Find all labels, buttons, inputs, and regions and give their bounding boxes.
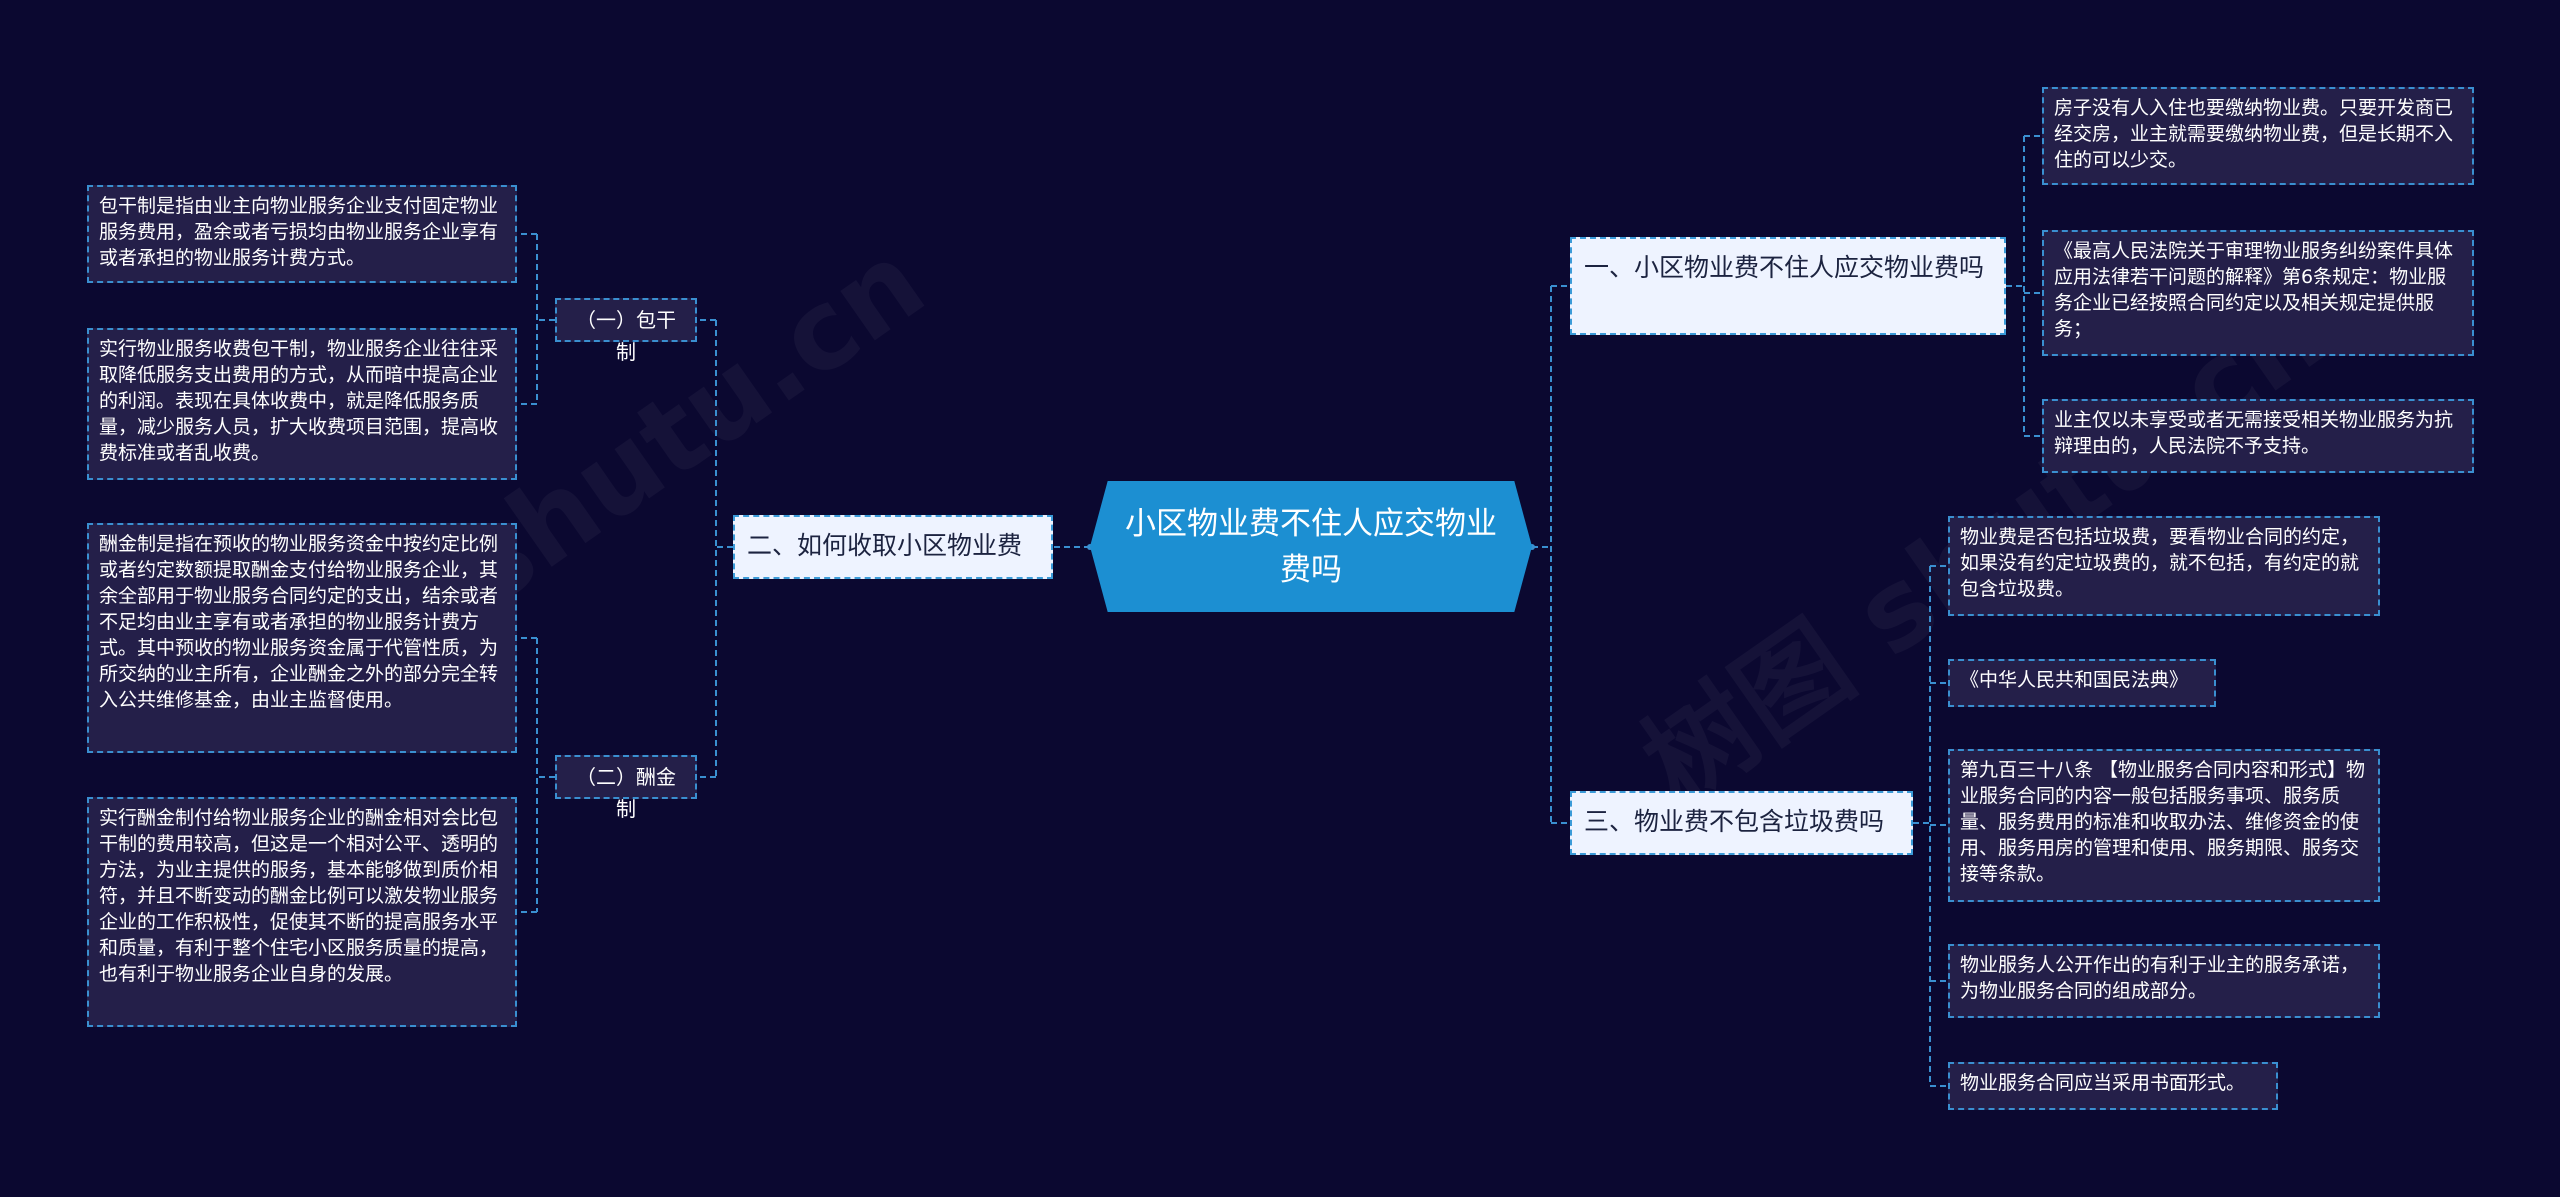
- leaf-text: 实行酬金制付给物业服务企业的酬金相对会比包干制的费用较高，但这是一个相对公平、透…: [99, 807, 499, 985]
- leaf-text: 房子没有人入住也要缴纳物业费。只要开发商已经交房，业主就需要缴纳物业费，但是长期…: [2054, 97, 2454, 171]
- leaf-text: 《中华人民共和国民法典》: [1960, 669, 2189, 691]
- branch-label: 三、物业费不包含垃圾费吗: [1584, 807, 1885, 836]
- subtopic-label: （一）包干制: [576, 308, 676, 364]
- branch-how-to-charge[interactable]: 二、如何收取小区物业费: [733, 515, 1053, 579]
- leaf-text: 物业服务人公开作出的有利于业主的服务承诺，为物业服务合同的组成部分。: [1960, 954, 2360, 1002]
- leaf-service-commitment[interactable]: 物业服务人公开作出的有利于业主的服务承诺，为物业服务合同的组成部分。: [1948, 944, 2380, 1018]
- leaf-must-pay-fee[interactable]: 房子没有人入住也要缴纳物业费。只要开发商已经交房，业主就需要缴纳物业费，但是长期…: [2042, 87, 2474, 185]
- subtopic-commission[interactable]: （二）酬金制: [555, 755, 697, 821]
- leaf-commission-advantages[interactable]: 实行酬金制付给物业服务企业的酬金相对会比包干制的费用较高，但这是一个相对公平、透…: [87, 797, 517, 1027]
- leaf-text: 业主仅以未享受或者无需接受相关物业服务为抗辩理由的，人民法院不予支持。: [2054, 409, 2454, 457]
- leaf-judicial-interpretation[interactable]: 《最高人民法院关于审理物业服务纠纷案件具体应用法律若干问题的解释》第6条规定：物…: [2042, 230, 2474, 356]
- leaf-written-form[interactable]: 物业服务合同应当采用书面形式。: [1948, 1062, 2278, 1110]
- leaf-text: 物业费是否包括垃圾费，要看物业合同的约定，如果没有约定垃圾费的，就不包括，有约定…: [1960, 526, 2360, 600]
- root-topic-label: 小区物业费不住人应交物业费吗: [1125, 505, 1497, 588]
- root-topic[interactable]: 小区物业费不住人应交物业费吗: [1090, 481, 1532, 612]
- leaf-text: 物业服务合同应当采用书面形式。: [1960, 1072, 2246, 1094]
- leaf-court-not-support[interactable]: 业主仅以未享受或者无需接受相关物业服务为抗辩理由的，人民法院不予支持。: [2042, 399, 2474, 473]
- leaf-text: 包干制是指由业主向物业服务企业支付固定物业服务费用，盈余或者亏损均由物业服务企业…: [99, 195, 499, 269]
- branch-must-pay[interactable]: 一、小区物业费不住人应交物业费吗: [1570, 237, 2006, 335]
- leaf-lump-sum-drawbacks[interactable]: 实行物业服务收费包干制，物业服务企业往往采取降低服务支出费用的方式，从而暗中提高…: [87, 328, 517, 480]
- branch-label: 二、如何收取小区物业费: [747, 531, 1023, 560]
- leaf-lump-sum-definition[interactable]: 包干制是指由业主向物业服务企业支付固定物业服务费用，盈余或者亏损均由物业服务企业…: [87, 185, 517, 283]
- leaf-article-938[interactable]: 第九百三十八条 【物业服务合同内容和形式】物业服务合同的内容一般包括服务事项、服…: [1948, 749, 2380, 902]
- leaf-text: 酬金制是指在预收的物业服务资金中按约定比例或者约定数额提取酬金支付给物业服务企业…: [99, 533, 499, 711]
- subtopic-label: （二）酬金制: [576, 765, 676, 821]
- branch-label: 一、小区物业费不住人应交物业费吗: [1584, 253, 1985, 282]
- subtopic-lump-sum[interactable]: （一）包干制: [555, 298, 697, 364]
- connector-commission: [517, 637, 555, 913]
- connector-root-right: [1532, 285, 1570, 824]
- leaf-civil-code[interactable]: 《中华人民共和国民法典》: [1948, 659, 2216, 707]
- leaf-commission-definition[interactable]: 酬金制是指在预收的物业服务资金中按约定比例或者约定数额提取酬金支付给物业服务企业…: [87, 523, 517, 753]
- leaf-text: 第九百三十八条 【物业服务合同内容和形式】物业服务合同的内容一般包括服务事项、服…: [1960, 759, 2366, 885]
- leaf-text: 《最高人民法院关于审理物业服务纠纷案件具体应用法律若干问题的解释》第6条规定：物…: [2054, 240, 2454, 340]
- branch-garbage-fee[interactable]: 三、物业费不包含垃圾费吗: [1570, 791, 1913, 855]
- connector-lump-sum: [517, 233, 555, 405]
- leaf-garbage-fee-contract[interactable]: 物业费是否包括垃圾费，要看物业合同的约定，如果没有约定垃圾费的，就不包括，有约定…: [1948, 516, 2380, 616]
- connector-must-pay: [2006, 135, 2042, 437]
- leaf-text: 实行物业服务收费包干制，物业服务企业往往采取降低服务支出费用的方式，从而暗中提高…: [99, 338, 499, 464]
